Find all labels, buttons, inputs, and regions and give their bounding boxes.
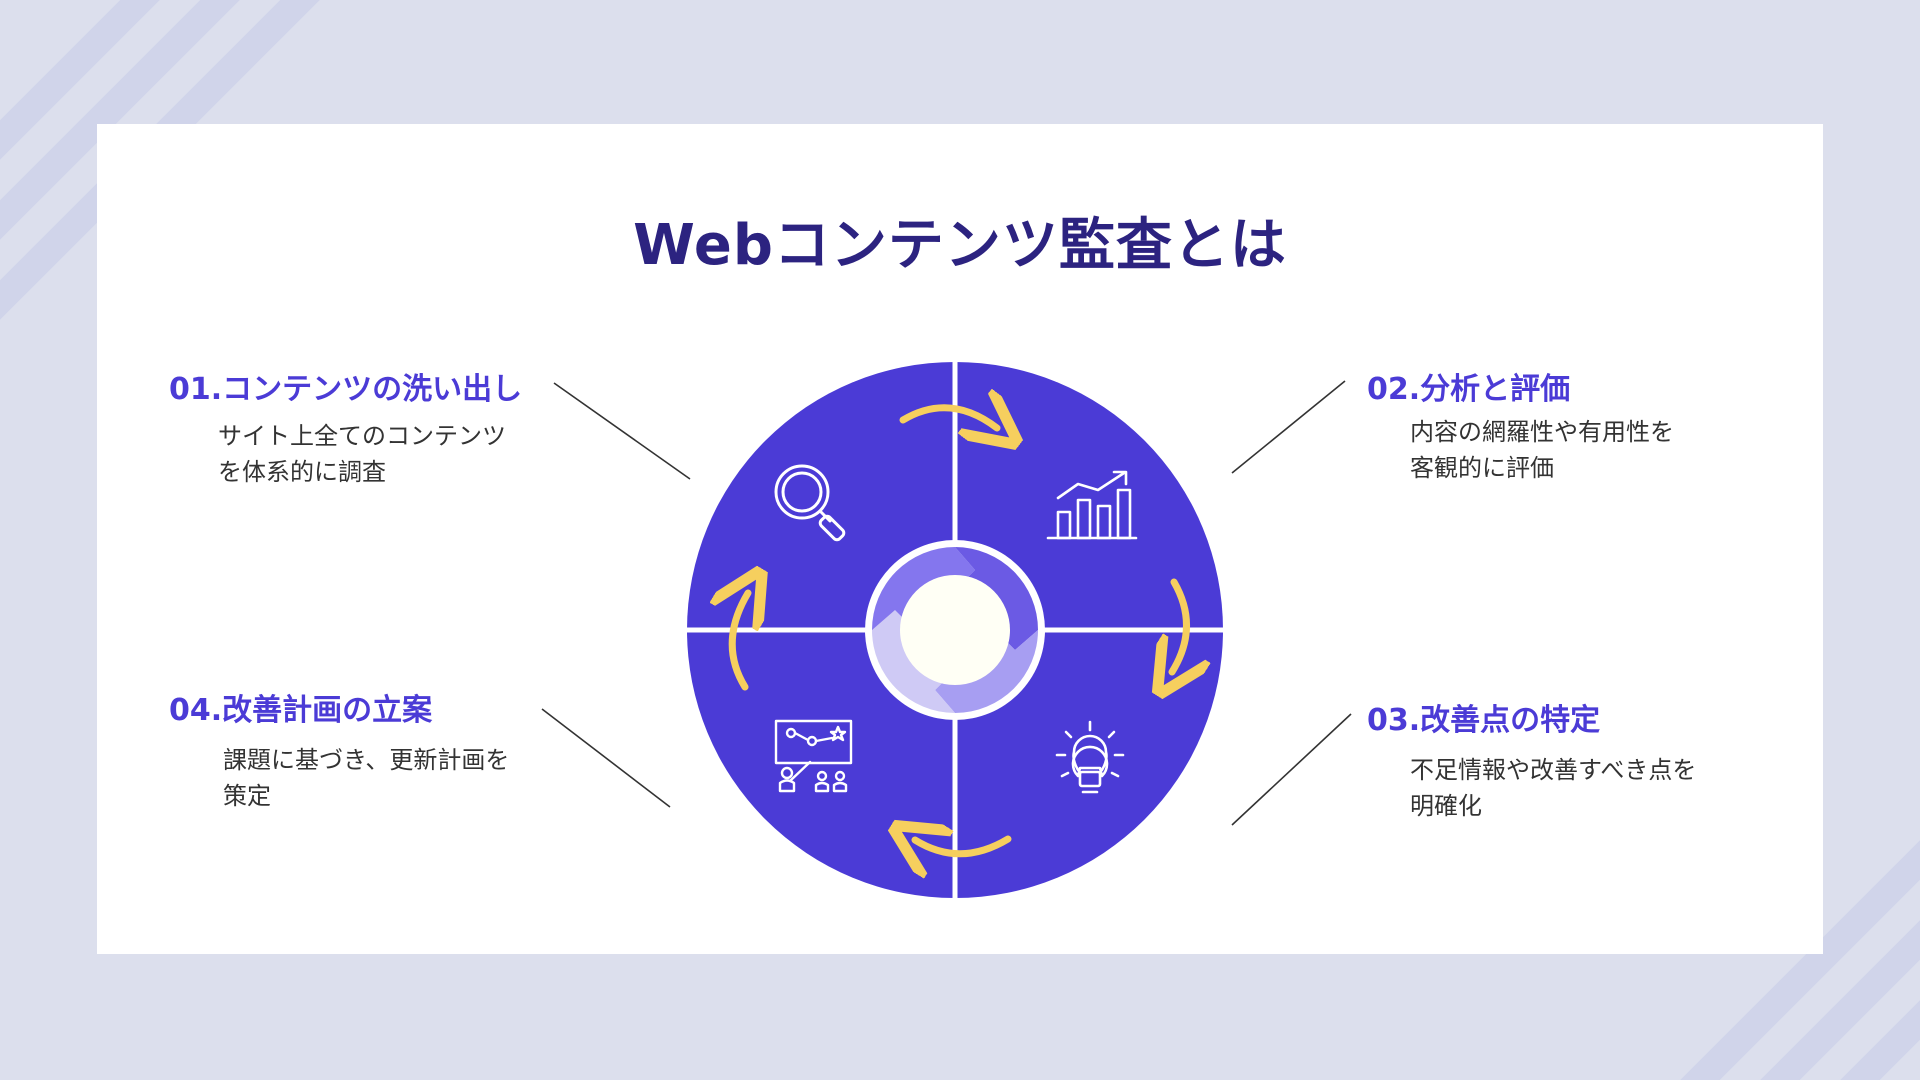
step-04-desc-line2: 策定 — [223, 782, 271, 810]
step-03-title: 03.改善点の特定 — [1367, 703, 1601, 738]
bar-chart-icon — [1046, 470, 1138, 540]
arrow-bottom-icon — [915, 839, 1012, 854]
connector-line-01 — [553, 382, 691, 480]
step-04-title: 04.改善計画の立案 — [169, 693, 433, 728]
page-title: Webコンテンツ監査とは — [633, 213, 1287, 278]
step-03-desc-line2: 明確化 — [1410, 792, 1482, 820]
step-02-desc-line2: 客観的に評価 — [1410, 454, 1554, 482]
step-01-title: 01.コンテンツの洗い出し — [169, 372, 523, 407]
connector-line-02 — [1231, 380, 1346, 474]
lightbulb-icon — [1055, 720, 1125, 794]
step-01-desc-line1: サイト上全てのコンテンツ — [218, 422, 506, 450]
arrow-right-icon — [1172, 578, 1187, 672]
connector-line-03 — [1231, 713, 1352, 826]
inner-core — [900, 575, 1010, 685]
arrow-left-icon — [732, 593, 748, 691]
arrow-top-icon — [899, 408, 997, 428]
step-03-desc-line1: 不足情報や改善すべき点を — [1410, 756, 1697, 784]
magnifier-icon — [774, 464, 846, 542]
connector-line-04 — [541, 708, 671, 808]
step-01-desc-line2: を体系的に調査 — [218, 458, 386, 486]
planning-board-icon — [774, 719, 853, 793]
step-02-desc-line1: 内容の網羅性や有用性を — [1410, 418, 1674, 446]
step-02-title: 02.分析と評価 — [1367, 372, 1571, 407]
step-04-desc-line1: 課題に基づき、更新計画を — [223, 746, 510, 774]
